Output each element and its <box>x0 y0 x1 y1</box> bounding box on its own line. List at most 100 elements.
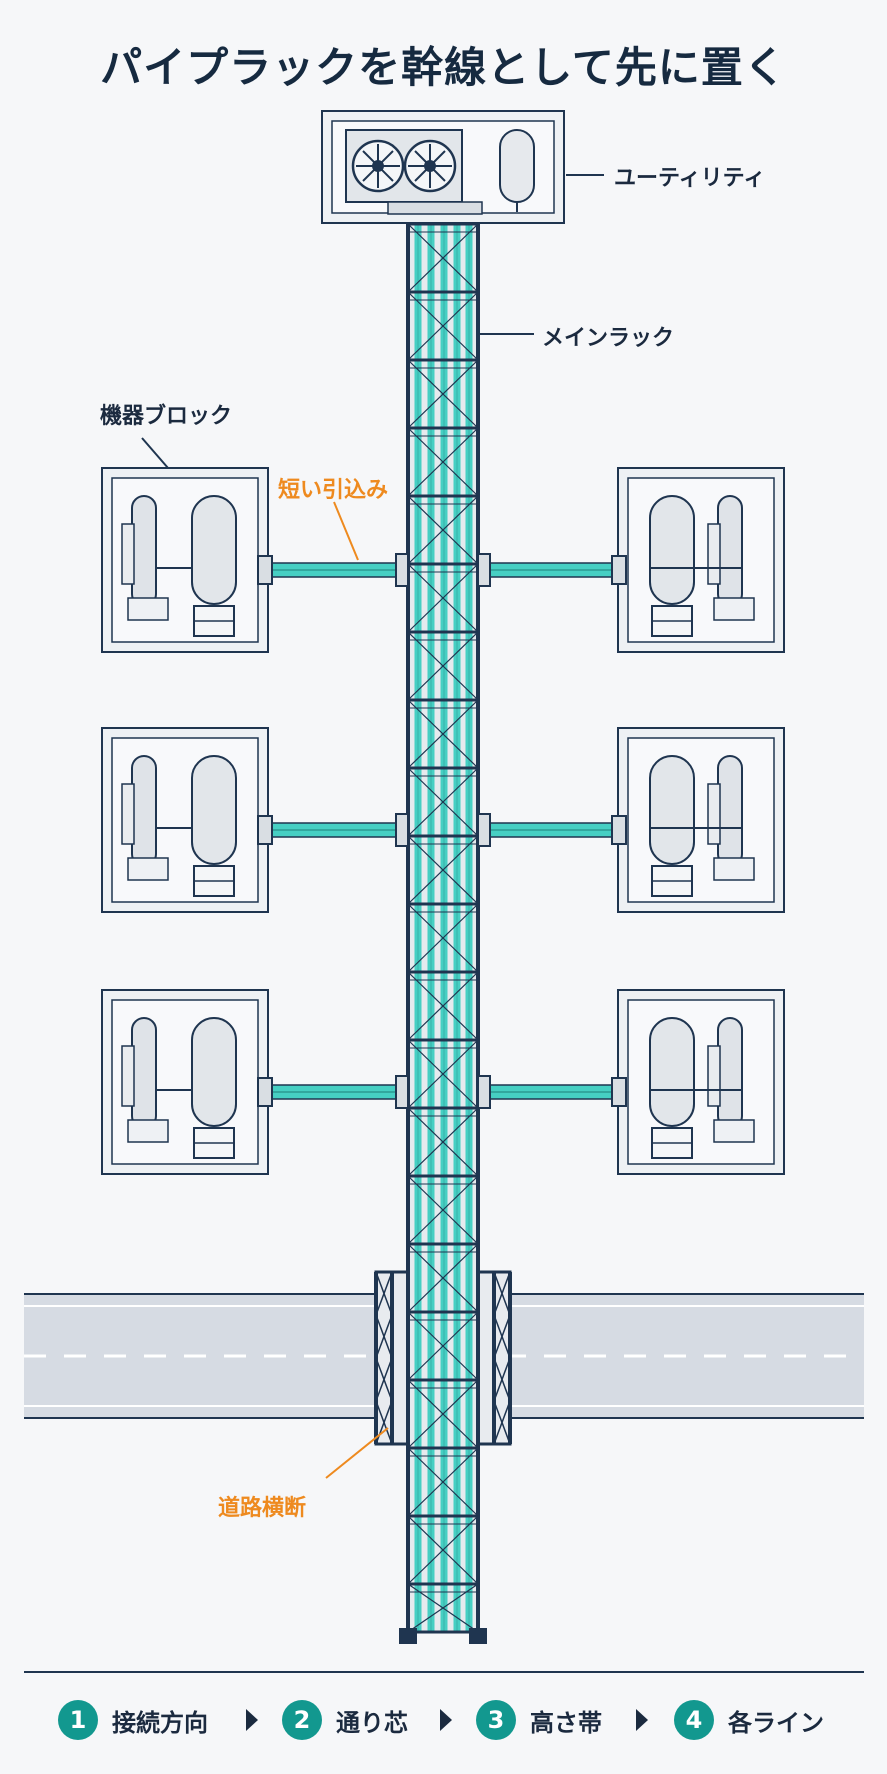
rack-brace <box>407 1311 479 1381</box>
vessel-icon <box>649 1017 695 1127</box>
step-1-label: 接続方向 <box>112 1708 208 1737</box>
equipment-block <box>617 989 785 1175</box>
rack-brace <box>407 903 479 973</box>
rack-brace <box>407 1039 479 1109</box>
vessel-icon <box>191 755 237 865</box>
tower-base <box>713 857 755 881</box>
branch-flange <box>477 553 491 587</box>
crossing-brace <box>493 1357 511 1402</box>
branch-flange <box>477 1075 491 1109</box>
branch-flange <box>395 813 409 847</box>
rack-brace <box>407 495 479 565</box>
rack-brace <box>407 767 479 837</box>
rack-brace <box>407 631 479 701</box>
tower-attachment <box>707 783 721 845</box>
road-crossing-label: 道路横断 <box>218 1496 307 1521</box>
step-3-number: 3 <box>476 1700 516 1740</box>
crossing-brace <box>493 1271 511 1316</box>
equipment-block <box>617 467 785 653</box>
tower-icon <box>717 755 743 867</box>
equipment-block <box>101 727 269 913</box>
rack-brace <box>407 1379 479 1449</box>
crossing-brace <box>375 1357 393 1402</box>
branch-flange <box>395 553 409 587</box>
base-plate <box>469 1628 487 1644</box>
equipment-block <box>617 727 785 913</box>
step-2-number: 2 <box>282 1700 322 1740</box>
step-3: 3 高さ帯 <box>476 1690 602 1750</box>
rack-brace <box>407 291 479 361</box>
chevron-right-icon <box>440 1709 452 1731</box>
branch-flange <box>611 555 627 585</box>
vessel-icon <box>191 1017 237 1127</box>
tower-base <box>127 597 169 621</box>
tower-attachment <box>121 523 135 585</box>
rack-brace <box>407 359 479 429</box>
crossing-brace <box>375 1400 393 1445</box>
short-branch-label: 短い引込み <box>278 478 389 503</box>
utility-building <box>321 110 565 224</box>
chevron-right-icon <box>636 1709 648 1731</box>
rack-brace <box>407 223 479 293</box>
crossing-brace <box>375 1271 393 1316</box>
tower-icon <box>131 755 157 867</box>
tower-attachment <box>121 1045 135 1107</box>
tower-icon <box>131 1017 157 1129</box>
main-rack-label: メインラック <box>542 326 675 351</box>
equipment-blocks <box>101 467 785 1175</box>
tower-attachment <box>707 523 721 585</box>
tower-base <box>713 1119 755 1143</box>
step-4-label: 各ライン <box>728 1708 824 1737</box>
vessel-icon <box>649 495 695 605</box>
branch-flange <box>257 555 273 585</box>
rack-brace <box>407 1175 479 1245</box>
tower-attachment <box>121 783 135 845</box>
branch-flange <box>477 813 491 847</box>
crossing-brace <box>493 1314 511 1359</box>
branch-flange <box>611 1077 627 1107</box>
base-plate <box>399 1628 417 1644</box>
branch-flange <box>611 815 627 845</box>
step-1-number: 1 <box>58 1700 98 1740</box>
chevron-right-icon <box>246 1709 258 1731</box>
step-4: 4 各ライン <box>674 1690 824 1750</box>
utility-label: ユーティリティ <box>614 166 766 191</box>
branch-flange <box>257 1077 273 1107</box>
vessel-icon <box>649 755 695 865</box>
branch-flange <box>395 1075 409 1109</box>
rack-brace <box>407 1583 479 1633</box>
rack-brace <box>407 563 479 633</box>
page-title: パイプラックを幹線として先に置く <box>100 43 787 92</box>
rack-brace <box>407 1107 479 1177</box>
crossing-brace <box>493 1400 511 1445</box>
rack-brace <box>407 427 479 497</box>
equipment-block-label: 機器ブロック <box>100 404 233 429</box>
rack-brace <box>407 1515 479 1585</box>
branch-flange <box>257 815 273 845</box>
tower-icon <box>717 1017 743 1129</box>
tower-base <box>127 857 169 881</box>
crossing-brace <box>375 1314 393 1359</box>
step-2: 2 通り芯 <box>282 1690 408 1750</box>
step-flow: 1 接続方向 2 通り芯 3 高さ帯 4 各ライン <box>0 1690 887 1750</box>
equipment-block <box>101 467 269 653</box>
rack-brace <box>407 699 479 769</box>
step-3-label: 高さ帯 <box>530 1708 602 1737</box>
step-4-number: 4 <box>674 1700 714 1740</box>
equipment-block <box>101 989 269 1175</box>
rack-brace <box>407 1447 479 1517</box>
leader-lines <box>141 174 604 1479</box>
rack-brace <box>407 1243 479 1313</box>
step-1: 1 接続方向 <box>58 1690 208 1750</box>
step-2-label: 通り芯 <box>336 1708 408 1737</box>
main-rack <box>374 222 512 1644</box>
tower-icon <box>717 495 743 607</box>
vessel-icon <box>191 495 237 605</box>
tower-icon <box>131 495 157 607</box>
tower-base <box>713 597 755 621</box>
rack-brace <box>407 835 479 905</box>
rack-brace <box>407 971 479 1041</box>
tower-base <box>127 1119 169 1143</box>
tank-icon <box>499 129 535 203</box>
